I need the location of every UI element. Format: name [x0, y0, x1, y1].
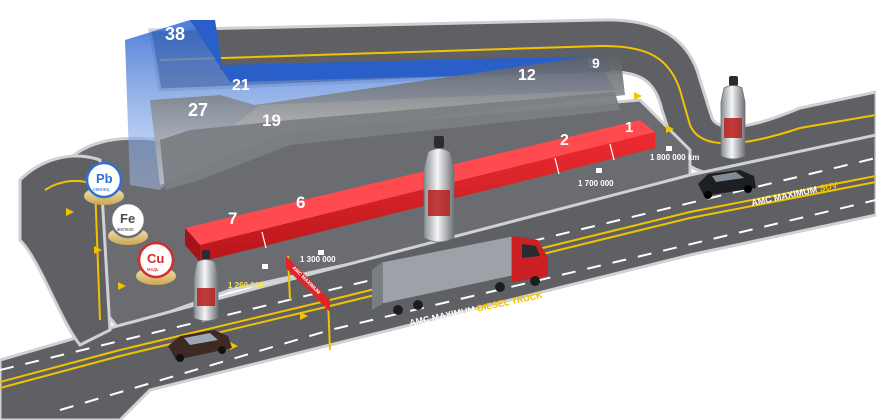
gray-bar-front: [160, 92, 620, 190]
upper-yellow-line: [159, 44, 876, 145]
blue-value-21: 21: [232, 77, 250, 94]
pb-symbol: Pb: [96, 171, 113, 186]
distance-1700000: 1 700 000: [578, 179, 614, 188]
red-divider-3: [609, 143, 615, 161]
red-divider-1: [261, 231, 267, 249]
gray-value-9: 9: [592, 55, 600, 71]
distance-1260000: 1 260 000: [228, 281, 264, 290]
red-value-2: 2: [560, 132, 569, 149]
bottle-center: [423, 136, 455, 243]
bottle-left: [193, 250, 219, 322]
left-branch-road: [18, 154, 112, 347]
element-cu-badge: Cu медь: [136, 241, 176, 285]
white-dashed-line: [0, 157, 876, 371]
sedan-car: [168, 330, 232, 362]
red-bar-top: [185, 120, 655, 245]
arrow-icon: [634, 92, 642, 100]
white-dashed-line-2: [59, 199, 876, 411]
blue-bar-top: [190, 20, 610, 82]
fe-symbol: Fe: [120, 211, 135, 226]
marker-icon: [318, 250, 324, 255]
arrow-icon: [94, 246, 102, 254]
suv-car: [698, 170, 756, 199]
cu-name: медь: [147, 267, 159, 273]
arrow-icon: [300, 312, 308, 320]
fe-name: железо: [117, 227, 134, 233]
truck: [372, 235, 548, 315]
red-value-7: 7: [228, 209, 237, 228]
arrow-icon: [666, 125, 674, 133]
bottle-right: [720, 76, 746, 160]
arrow-icon: [118, 282, 126, 290]
red-value-6: 6: [296, 193, 305, 212]
marker-icon: [596, 168, 602, 173]
element-fe-badge: Fe железо: [108, 201, 148, 245]
red-value-1: 1: [625, 119, 633, 136]
upper-road: [148, 18, 876, 177]
yellow-arrows: [66, 92, 674, 350]
gray-value-12: 12: [518, 67, 536, 84]
element-pb-badge: Pb свинец: [84, 161, 124, 205]
arrow-icon: [66, 208, 74, 216]
blue-value-38: 38: [165, 24, 185, 44]
gray-value-19: 19: [262, 111, 281, 130]
red-divider-2: [554, 157, 560, 175]
distance-1300000: 1 300 000: [300, 255, 336, 264]
gray-bar-group: 27 19 12 9: [150, 52, 625, 190]
marker-icon: [666, 146, 672, 151]
pb-name: свинец: [93, 187, 109, 193]
red-bar-front: [185, 228, 200, 262]
cu-symbol: Cu: [147, 251, 164, 266]
gray-value-27: 27: [188, 100, 208, 120]
distance-1800000: 1 800 000 km: [650, 153, 699, 162]
marker-icon: [262, 264, 268, 269]
distance-markers: 1 260 000 1 300 000 1 700 000 1 800 000 …: [228, 146, 699, 290]
